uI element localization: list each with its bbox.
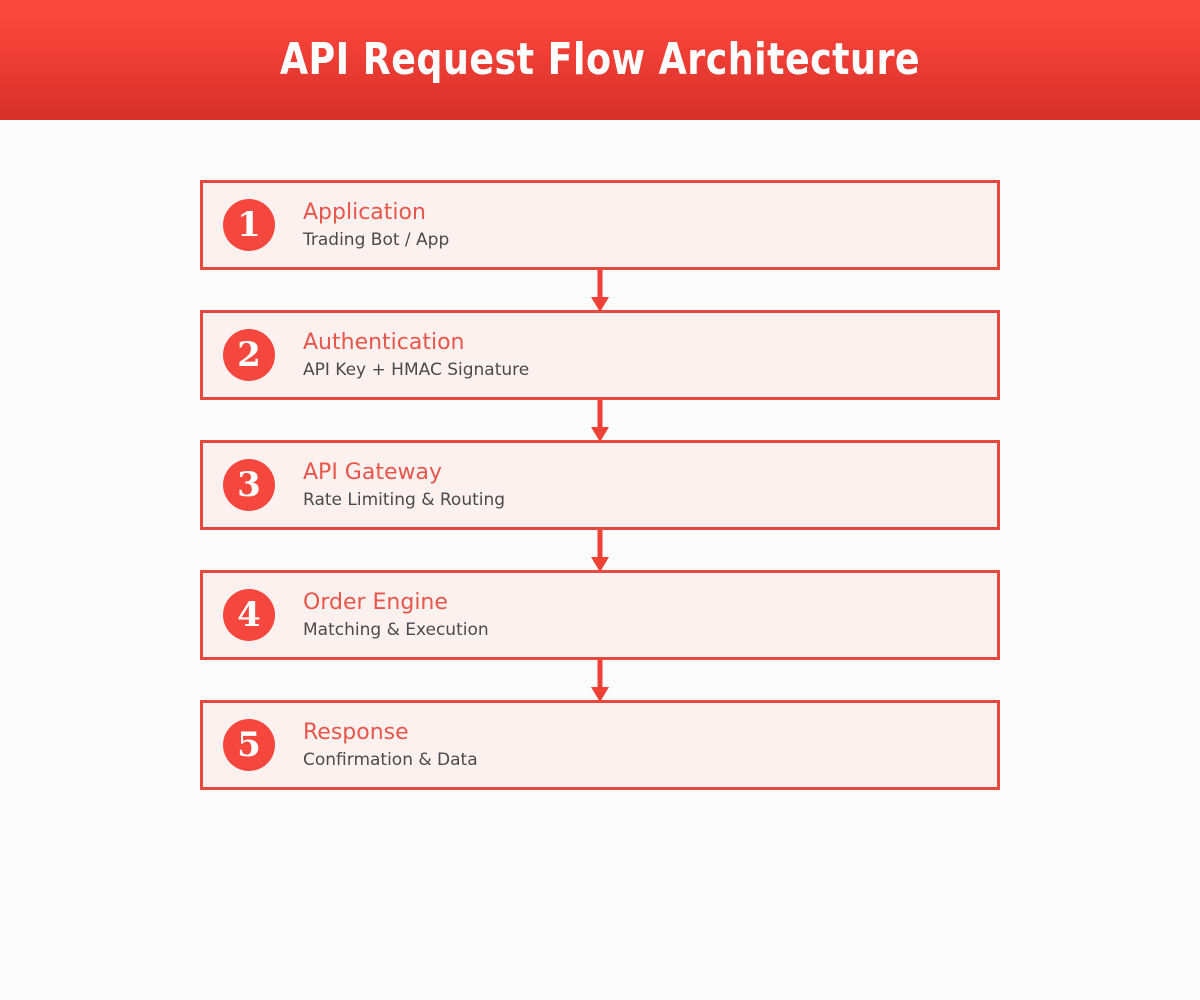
arrow-down-icon (588, 530, 612, 572)
step-title: Response (303, 720, 409, 746)
step-text-group: Application Trading Bot / App (303, 199, 449, 251)
step-subtitle: Matching & Execution (303, 619, 489, 640)
step-number-badge: 2 (223, 329, 275, 381)
step-text-group: API Gateway Rate Limiting & Routing (303, 459, 505, 511)
step-subtitle: Confirmation & Data (303, 749, 478, 770)
flow-diagram: 1 Application Trading Bot / App 2 Authen… (0, 120, 1200, 1000)
flow-step-order-engine[interactable]: 4 Order Engine Matching & Execution (200, 570, 1000, 660)
step-subtitle: API Key + HMAC Signature (303, 359, 530, 380)
page-title: API Request Flow Architecture (279, 34, 921, 85)
flow-step-api-gateway[interactable]: 3 API Gateway Rate Limiting & Routing (200, 440, 1000, 530)
arrow-down-icon (588, 270, 612, 312)
step-number-badge: 1 (223, 199, 275, 251)
step-subtitle: Trading Bot / App (303, 229, 450, 250)
step-number-badge: 4 (223, 589, 275, 641)
step-subtitle: Rate Limiting & Routing (303, 489, 506, 510)
step-text-group: Authentication API Key + HMAC Signature (303, 329, 529, 381)
step-title: API Gateway (303, 460, 442, 486)
step-text-group: Response Confirmation & Data (303, 719, 478, 771)
flow-step-authentication[interactable]: 2 Authentication API Key + HMAC Signatur… (200, 310, 1000, 400)
step-title: Order Engine (303, 590, 448, 616)
flow-step-application[interactable]: 1 Application Trading Bot / App (200, 180, 1000, 270)
step-title: Authentication (303, 330, 465, 356)
arrow-down-icon (588, 400, 612, 442)
page-header: API Request Flow Architecture (0, 0, 1200, 120)
arrow-down-icon (588, 660, 612, 702)
step-number-badge: 3 (223, 459, 275, 511)
flow-step-response[interactable]: 5 Response Confirmation & Data (200, 700, 1000, 790)
step-text-group: Order Engine Matching & Execution (303, 589, 489, 641)
step-number-badge: 5 (223, 719, 275, 771)
step-title: Application (303, 200, 426, 226)
